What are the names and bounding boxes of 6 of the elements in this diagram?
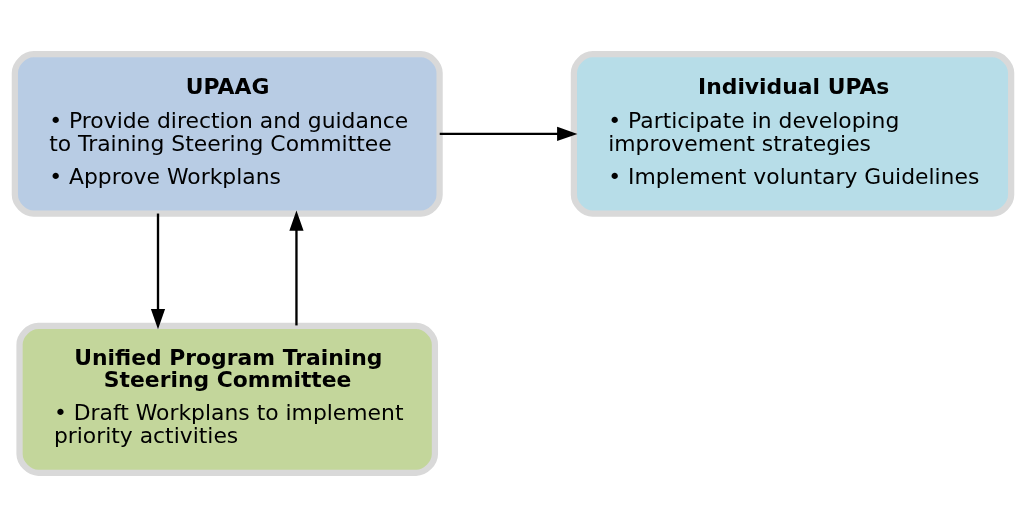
arrow [150, 213, 166, 330]
arrow [439, 126, 578, 141]
node-box: Individual UPAs • Participate in developing improvement strategies • Implement voluntary Guidelines [570, 51, 1015, 217]
node-box: UPAAG • Provide direction and guidance to Training Steering Committee • Approve Workplans [11, 51, 443, 217]
arrow [289, 210, 304, 326]
node-box: Unified Program Training Steering Committee • Draft Workplans to implement priority activities [16, 322, 439, 476]
